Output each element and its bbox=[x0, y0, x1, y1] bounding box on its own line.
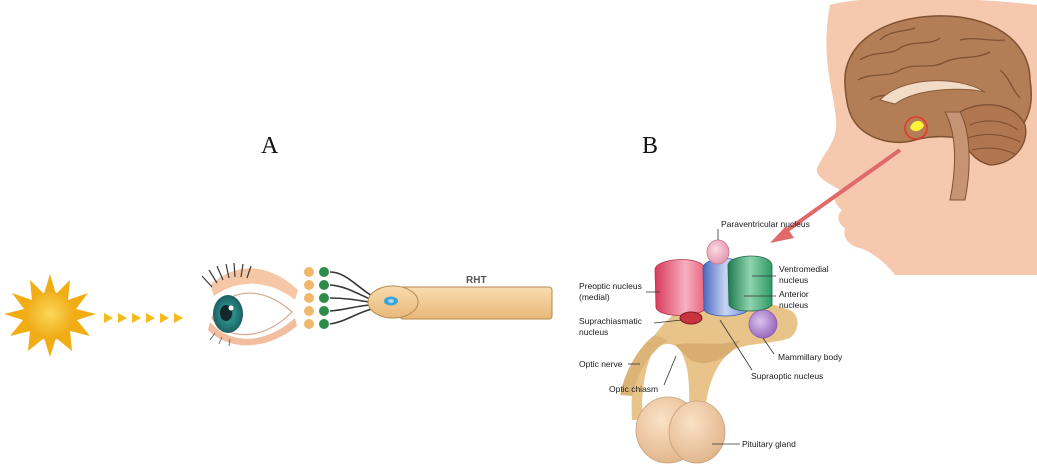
label-supraoptic: Supraoptic nucleus bbox=[751, 371, 823, 381]
photoreceptor-cells bbox=[304, 267, 329, 329]
label-optic-nerve: Optic nerve bbox=[579, 359, 623, 369]
label-pituitary: Pituitary gland bbox=[742, 439, 796, 449]
label-suprachiasmatic-line1: Suprachiasmatic bbox=[579, 316, 643, 326]
label-anterior-line2: nucleus bbox=[779, 300, 808, 310]
dendrites bbox=[330, 272, 372, 324]
hypothalamus-diagram bbox=[620, 240, 798, 463]
rht-label: RHT bbox=[466, 275, 487, 286]
label-preoptic-line2: (medial) bbox=[579, 292, 610, 302]
sun-icon bbox=[4, 274, 96, 357]
label-optic-chiasm: Optic chiasm bbox=[609, 384, 658, 394]
eye-icon bbox=[202, 263, 298, 346]
label-mammillary-body: Mammillary body bbox=[778, 352, 843, 362]
retinohypothalamic-tract bbox=[368, 286, 552, 319]
label-ventromedial-line2: nucleus bbox=[779, 275, 808, 285]
light-arrows-icon bbox=[104, 313, 183, 323]
label-paraventricular: Paraventricular nucleus bbox=[721, 219, 810, 229]
label-preoptic-line1: Preoptic nucleus bbox=[579, 281, 642, 291]
label-anterior-line1: Anterior bbox=[779, 289, 809, 299]
head-profile bbox=[817, 0, 1037, 275]
label-suprachiasmatic-line2: nucleus bbox=[579, 327, 608, 337]
label-ventromedial-line1: Ventromedial bbox=[779, 264, 829, 274]
